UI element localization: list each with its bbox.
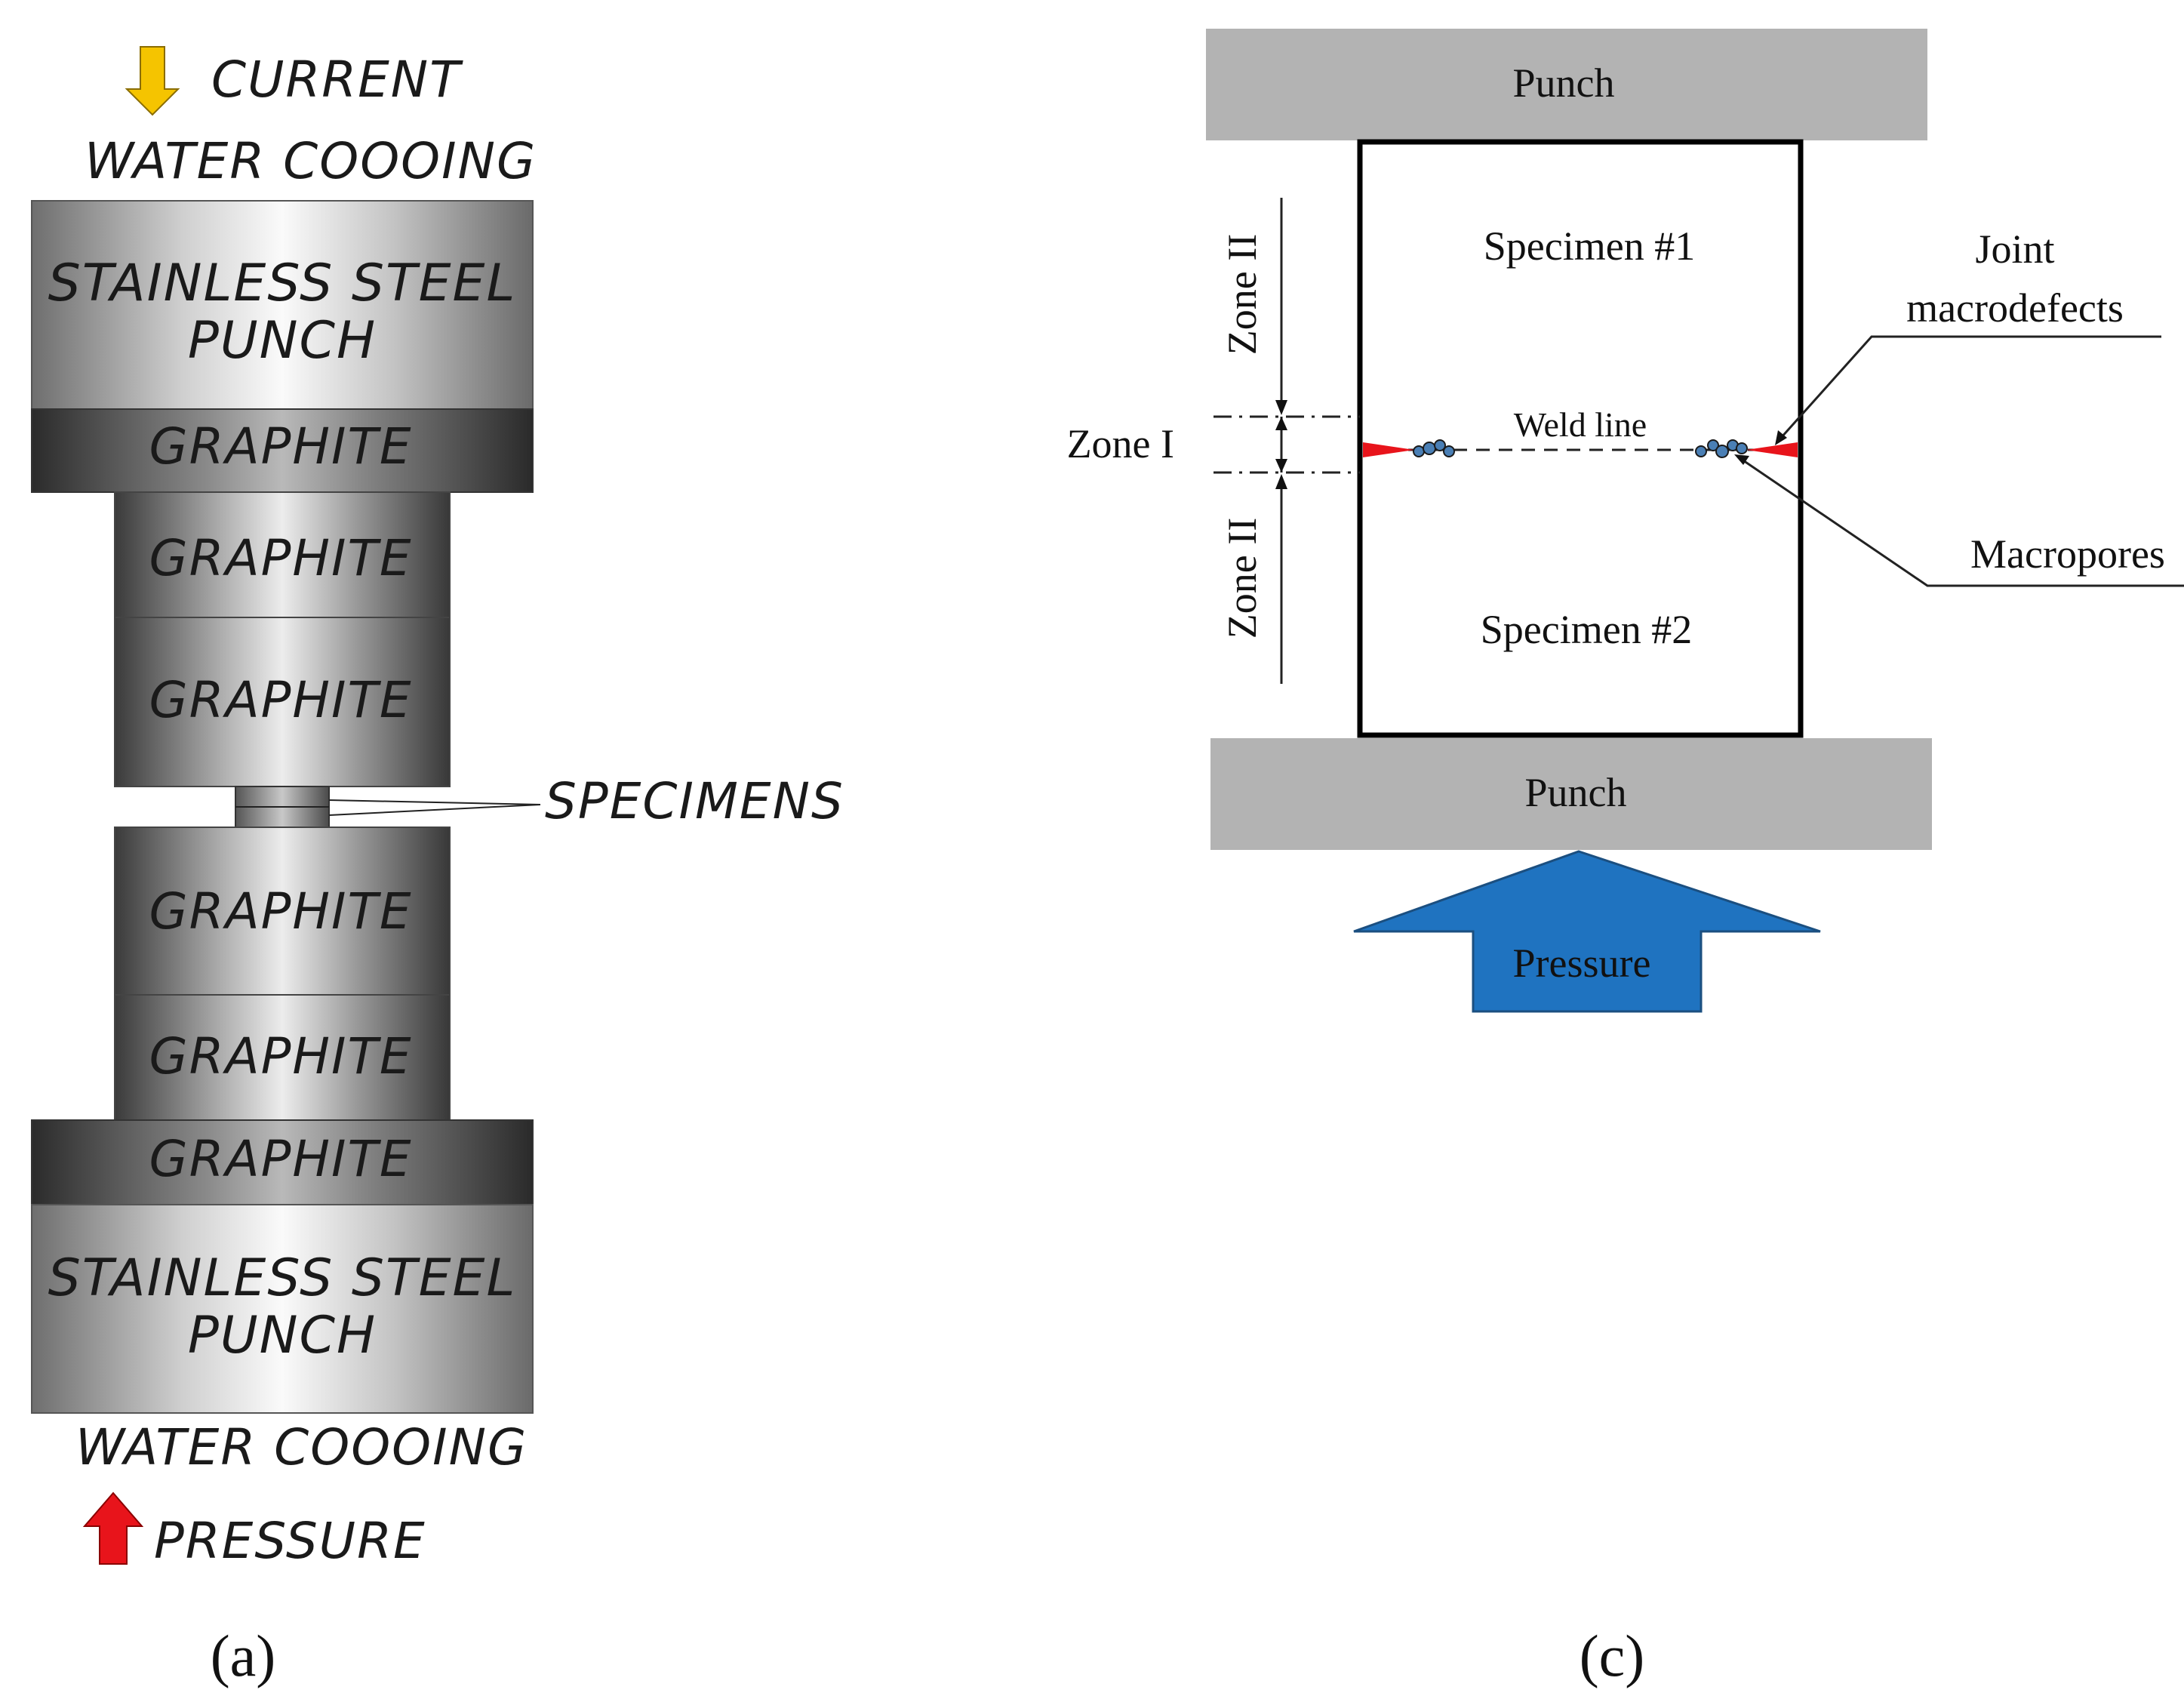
top-punch-label-line2: PUNCH [188, 311, 377, 371]
weld-line-label: Weld line [1514, 405, 1647, 444]
bottom-punch [1210, 738, 1932, 850]
specimen-2-label: Specimen #2 [1481, 607, 1692, 652]
graphite-punch-1 [114, 491, 451, 618]
pore [1695, 445, 1707, 457]
current-arrow-icon [125, 46, 180, 116]
pore [1413, 445, 1425, 457]
right-macropores [1695, 439, 1748, 458]
top-punch-label-line1: STAINLESS STEEL [48, 254, 517, 313]
bottom-punch-label: Punch [1525, 770, 1627, 815]
pore [1443, 445, 1455, 457]
left-macropores [1413, 439, 1455, 457]
joint-label-line2: macrodefects [1906, 285, 2124, 331]
specimens-leader-1 [328, 799, 541, 805]
pore [1707, 439, 1719, 451]
joint-label-line1: Joint [1975, 226, 2054, 272]
zone-ii-bottom-label: Zone II [1220, 518, 1265, 639]
pore [1423, 442, 1436, 455]
top-stainless-steel-punch [31, 200, 534, 410]
left-macrodefect [1363, 442, 1414, 457]
top-punch-label: Punch [1513, 60, 1615, 106]
panel-c: Punch Specimen #1 Specimen #2 Weld line … [1067, 29, 2184, 1688]
graphite-label-3: GRAPHITE [149, 671, 412, 729]
zone-i-arrow-up-icon [1275, 417, 1287, 430]
joint-macrodefects-leader [1779, 335, 2161, 439]
zone-i-arrow-down-icon [1275, 459, 1287, 473]
panel-c-label: (c) [1580, 1623, 1645, 1688]
graphite-label-4: GRAPHITE [149, 882, 412, 940]
pore [1434, 439, 1446, 451]
graphite-label-6: GRAPHITE [149, 1130, 412, 1188]
pressure-arrow [1353, 850, 1821, 1013]
macropores-label: Macropores [1970, 531, 2165, 577]
graphite-spacer-bottom [31, 1119, 534, 1205]
specimens-label: SPECIMENS [545, 772, 844, 830]
zone-ii-bottom-arrow-icon [1275, 474, 1287, 489]
bottom-punch-label-line2: PUNCH [188, 1306, 377, 1365]
pore [1736, 442, 1748, 454]
panel-a-label: (a) [211, 1623, 276, 1688]
right-macrodefect [1746, 442, 1798, 457]
graphite-punch-2 [114, 617, 451, 787]
macropores-leader [1738, 456, 2184, 587]
pore [1715, 445, 1729, 458]
graphite-punch-4 [114, 994, 451, 1121]
zone-ii-top-label: Zone II [1220, 234, 1265, 355]
graphite-label-1: GRAPHITE [149, 417, 412, 476]
specimens-leader-2 [328, 804, 541, 816]
panel-a: CURRENT WATER COOOING STAINLESS STEEL PU… [31, 46, 844, 1688]
bottom-punch-label-line1: STAINLESS STEEL [48, 1248, 517, 1308]
specimen-outline [1357, 139, 1804, 738]
graphite-label-5: GRAPHITE [149, 1027, 412, 1085]
pressure-caption: PRESSURE [154, 1512, 426, 1570]
specimen-1-label: Specimen #1 [1484, 223, 1695, 269]
macropores-leader-arrow-icon [1734, 454, 1749, 465]
joint-leader-arrow-icon [1775, 430, 1787, 445]
bottom-stainless-steel-punch [31, 1204, 534, 1414]
top-water-cooling-caption: WATER COOOING [85, 132, 537, 190]
bottom-water-cooling-caption: WATER COOOING [75, 1418, 528, 1476]
graphite-spacer-top [31, 408, 534, 493]
top-punch [1206, 29, 1927, 140]
graphite-label-2: GRAPHITE [149, 529, 412, 587]
pressure-arrow-icon [82, 1491, 144, 1565]
zone-ii-top-arrow-icon [1275, 400, 1287, 415]
zone-i-label: Zone I [1067, 421, 1174, 466]
graphite-punch-3 [114, 827, 451, 996]
pressure-label: Pressure [1513, 940, 1651, 986]
current-caption: CURRENT [211, 51, 463, 109]
